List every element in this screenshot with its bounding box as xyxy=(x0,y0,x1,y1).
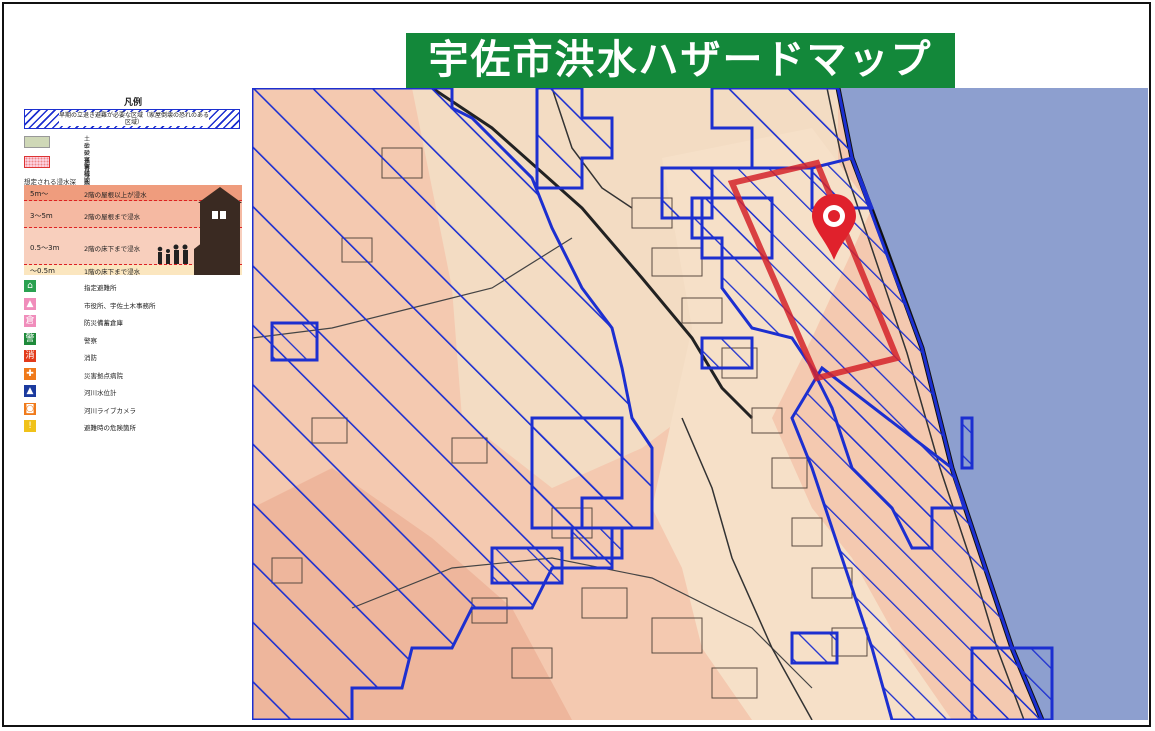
danger-spot-icon: ! xyxy=(24,420,36,432)
depth-value: ～0.5m xyxy=(30,267,55,275)
evacuation-zone xyxy=(790,631,839,665)
fire-station-icon: 消 xyxy=(24,350,36,362)
depth-desc: 2階の屋根以上が浸水 xyxy=(84,191,147,199)
legend-icon-label: 避難時の危険箇所 xyxy=(84,424,136,432)
depth-value: 5m～ xyxy=(30,190,49,198)
evacuation-zone xyxy=(700,336,754,370)
evacuation-zone-south-coast xyxy=(790,365,1044,720)
legend-title: 凡例 xyxy=(123,98,142,108)
legend-hatch-swatch: 早期の立退き避難が必要な区域（家屋倒壊の恐れのある区域） xyxy=(24,109,240,129)
legend-icon-label: 防災備蓄倉庫 xyxy=(84,319,123,327)
road xyxy=(681,417,813,720)
evacuation-zone xyxy=(530,416,624,530)
location-pin-icon[interactable] xyxy=(812,194,856,260)
depth-desc: 2階の屋根まで浸水 xyxy=(84,213,141,221)
depth-band-4: ～0.5m 1階の床下まで浸水 xyxy=(24,265,242,276)
city-office-icon: ▲ xyxy=(24,297,36,310)
depth-legend: 5m～ 2階の屋根以上が浸水 3～5m 2階の屋根まで浸水 0.5～3m 2階の… xyxy=(24,185,242,276)
legend-icon-label: 指定避難所 xyxy=(84,284,117,292)
page-title: 宇佐市洪水ハザードマップ xyxy=(406,33,955,88)
house-depth-icon xyxy=(157,187,242,275)
depth-desc: 2階の床下まで浸水 xyxy=(84,245,141,253)
water-level-icon: ▲ xyxy=(24,385,36,397)
sea-area xyxy=(838,88,1148,720)
depth-band-1: 5m～ 2階の屋根以上が浸水 xyxy=(24,185,242,201)
legend-icon-label: 市役所、宇佐土木事務所 xyxy=(84,301,156,310)
legend-icon-label: 消防 xyxy=(84,354,97,362)
evacuation-zone xyxy=(570,526,624,560)
legend-icon-label: 警察 xyxy=(84,336,97,345)
legend-hatch-label: 早期の立退き避難が必要な区域（家屋倒壊の恐れのある区域） xyxy=(59,112,210,126)
legend-panel: 凡例 早期の立退き避難が必要な区域（家屋倒壊の恐れのある区域） 土砂災害警戒区域… xyxy=(22,92,244,432)
legend-icon-label: 河川ライブカメラ xyxy=(84,406,136,415)
sediment-swatch xyxy=(24,136,50,148)
past-flood-swatch xyxy=(24,156,50,168)
hospital-icon: ✚ xyxy=(24,367,36,380)
hazard-map[interactable] xyxy=(252,88,1148,720)
disaster-warehouse-icon: 倉 xyxy=(24,315,36,327)
main-road xyxy=(431,88,754,420)
map-canvas xyxy=(252,88,1148,720)
depth-desc: 1階の床下まで浸水 xyxy=(84,268,141,276)
evacuation-zone xyxy=(960,416,974,470)
police-icon: 警 xyxy=(24,332,36,345)
target-area-highlight xyxy=(727,159,902,382)
evacuation-zone xyxy=(490,546,564,585)
depth-value: 3～5m xyxy=(30,212,53,220)
depth-value: 0.5～3m xyxy=(30,244,60,252)
river-camera-icon: ◙ xyxy=(24,402,36,415)
legend-icon-label: 災害拠点病院 xyxy=(84,371,123,380)
evacuation-zone xyxy=(970,646,1054,720)
depth-title: 想定される浸水深 xyxy=(24,178,76,186)
evacuation-zone xyxy=(535,88,614,190)
evacuation-zone xyxy=(270,321,319,362)
shelter-icon: ⌂ xyxy=(24,280,36,292)
legend-icon-label: 河川水位計 xyxy=(84,389,117,397)
